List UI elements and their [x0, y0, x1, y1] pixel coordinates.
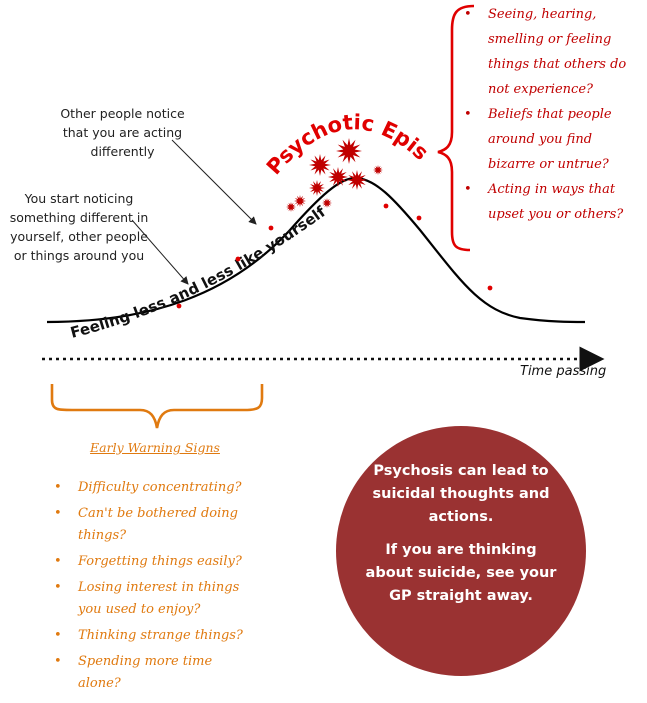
early-warning-text: Can't be bothered doing things?: [78, 506, 238, 543]
note-you-notice: You start noticing something different i…: [9, 191, 149, 263]
early-warning-title: Early Warning Signs: [90, 440, 220, 455]
psychosis-sign: • Acting in ways that upset you or other…: [462, 177, 642, 227]
bullet-icon: •: [54, 554, 62, 569]
starburst-icon: [294, 195, 306, 207]
red-dot: [383, 203, 389, 209]
episode-bursts: [286, 138, 383, 212]
episode-curve: [46, 176, 586, 324]
psychosis-sign-text: Seeing, hearing, smelling or feeling thi…: [488, 7, 627, 97]
suicide-callout: Psychosis can lead to suicidal thoughts …: [336, 426, 586, 676]
red-dot: [176, 303, 182, 309]
starburst-icon: [309, 180, 325, 196]
early-warning-item: • Can't be bothered doing things?: [52, 503, 252, 547]
red-dot: [416, 215, 422, 221]
early-warning-item: • Thinking strange things?: [52, 625, 252, 647]
time-axis-label: Time passing: [520, 364, 607, 379]
starburst-icon: [328, 167, 348, 187]
early-warning-text: Spending more time alone?: [78, 654, 213, 691]
note-others-notice: Other people notice that you are acting …: [60, 106, 185, 159]
callout-line-1: Psychosis can lead to suicidal thoughts …: [372, 463, 550, 525]
early-warning-item: • Forgetting things easily?: [52, 551, 252, 573]
arrow-others-notice: [171, 139, 257, 225]
early-warning-item: • Spending more time alone?: [52, 651, 252, 695]
red-dot: [268, 225, 274, 231]
starburst-icon: [286, 202, 296, 212]
bullet-icon: •: [54, 628, 62, 643]
psychosis-signs-list: • Seeing, hearing, smelling or feeling t…: [462, 2, 642, 227]
psychosis-sign-text: Acting in ways that upset you or others?: [488, 182, 624, 222]
early-warning-item: • Difficulty concentrating?: [52, 477, 252, 499]
bullet-icon: •: [54, 654, 62, 669]
psychosis-sign-text: Beliefs that people around you find biza…: [488, 107, 612, 172]
starburst-icon: [373, 165, 383, 175]
red-dot: [487, 285, 493, 291]
bullet-icon: •: [54, 580, 62, 595]
early-warning-item: • Losing interest in things you used to …: [52, 577, 252, 621]
bullet-icon: •: [464, 107, 472, 122]
early-warning-text: Thinking strange things?: [78, 628, 243, 643]
starburst-icon: [322, 198, 332, 208]
psychosis-sign: • Beliefs that people around you find bi…: [462, 102, 642, 177]
bullet-icon: •: [464, 7, 472, 22]
orange-brace: [50, 384, 264, 429]
bullet-icon: •: [54, 506, 62, 521]
bullet-icon: •: [464, 182, 472, 197]
starburst-icon: [347, 170, 367, 190]
callout-line-2: If you are thinking about suicide, see y…: [365, 542, 557, 604]
starburst-icon: [309, 154, 331, 176]
starburst-icon: [336, 138, 362, 164]
psychosis-sign: • Seeing, hearing, smelling or feeling t…: [462, 2, 642, 102]
bullet-icon: •: [54, 480, 62, 495]
red-dot: [235, 256, 241, 262]
early-warning-text: Difficulty concentrating?: [78, 480, 242, 495]
red-dots: [176, 203, 493, 309]
early-warning-text: Forgetting things easily?: [78, 554, 242, 569]
red-brace: [437, 4, 475, 252]
arrow-you-notice: [131, 219, 189, 285]
early-warning-list: • Difficulty concentrating? • Can't be b…: [52, 477, 252, 695]
early-warning-text: Losing interest in things you used to en…: [78, 580, 240, 617]
